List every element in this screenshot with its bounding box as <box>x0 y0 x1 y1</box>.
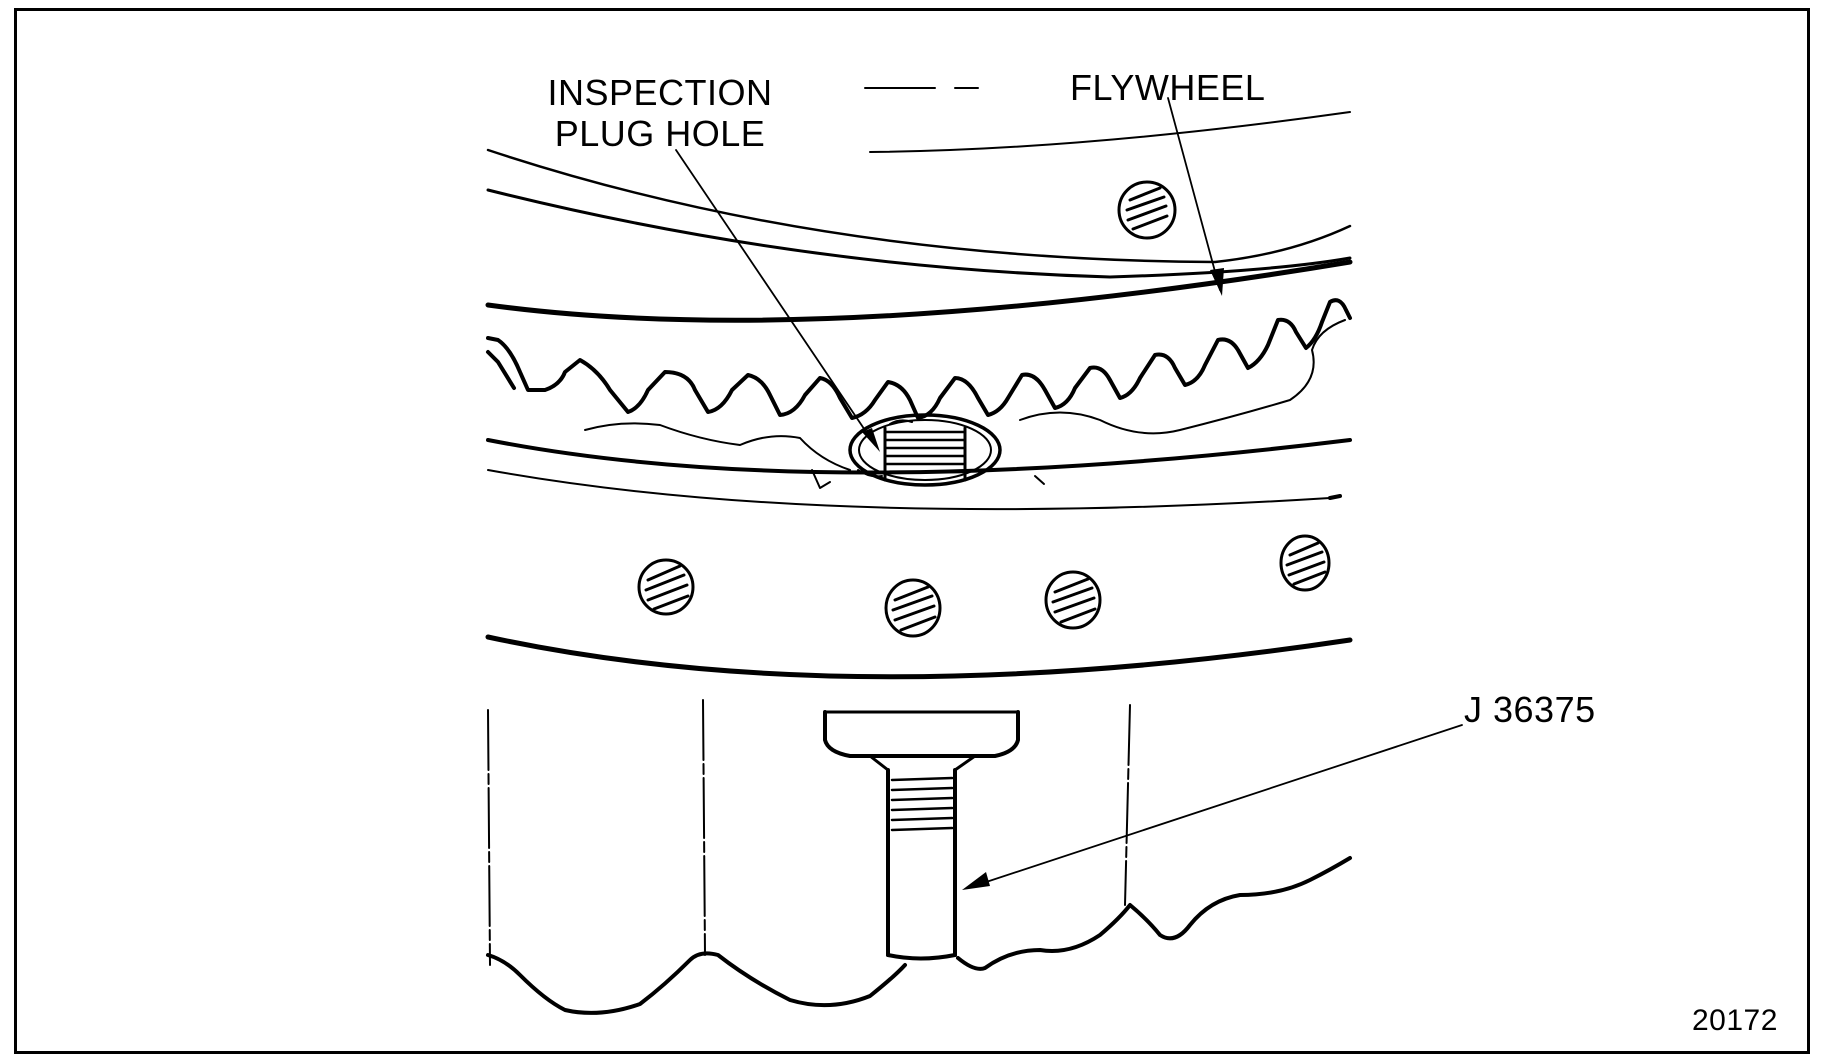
inspection-label-line1: INSPECTION <box>547 72 773 113</box>
ring-gear-teeth <box>486 298 1352 420</box>
gear-inner-contour <box>584 319 1346 489</box>
tool-j36375 <box>823 710 1020 961</box>
diagram-frame <box>14 8 1810 1054</box>
flywheel-rim <box>485 148 1353 323</box>
leader-lines <box>675 97 1463 889</box>
tool-number-label: J 36375 <box>1464 689 1596 730</box>
bolt-holes-row <box>637 534 1331 638</box>
flywheel-housing-bands <box>485 438 1353 680</box>
inspection-plug <box>848 413 1002 487</box>
bolt-hole-top <box>1117 180 1177 240</box>
housing-ribs <box>487 699 1131 966</box>
figure-number: 20172 <box>1692 1004 1778 1037</box>
leader-arrowheads <box>862 268 1224 890</box>
inspection-label-line2: PLUG HOLE <box>554 113 766 154</box>
inspection-plug-hole-label: INSPECTION PLUG HOLE <box>530 72 790 154</box>
housing-lower <box>486 856 1352 1015</box>
flywheel-label: FLYWHEEL <box>1070 67 1266 108</box>
flywheel-face-arcs <box>864 87 1351 153</box>
